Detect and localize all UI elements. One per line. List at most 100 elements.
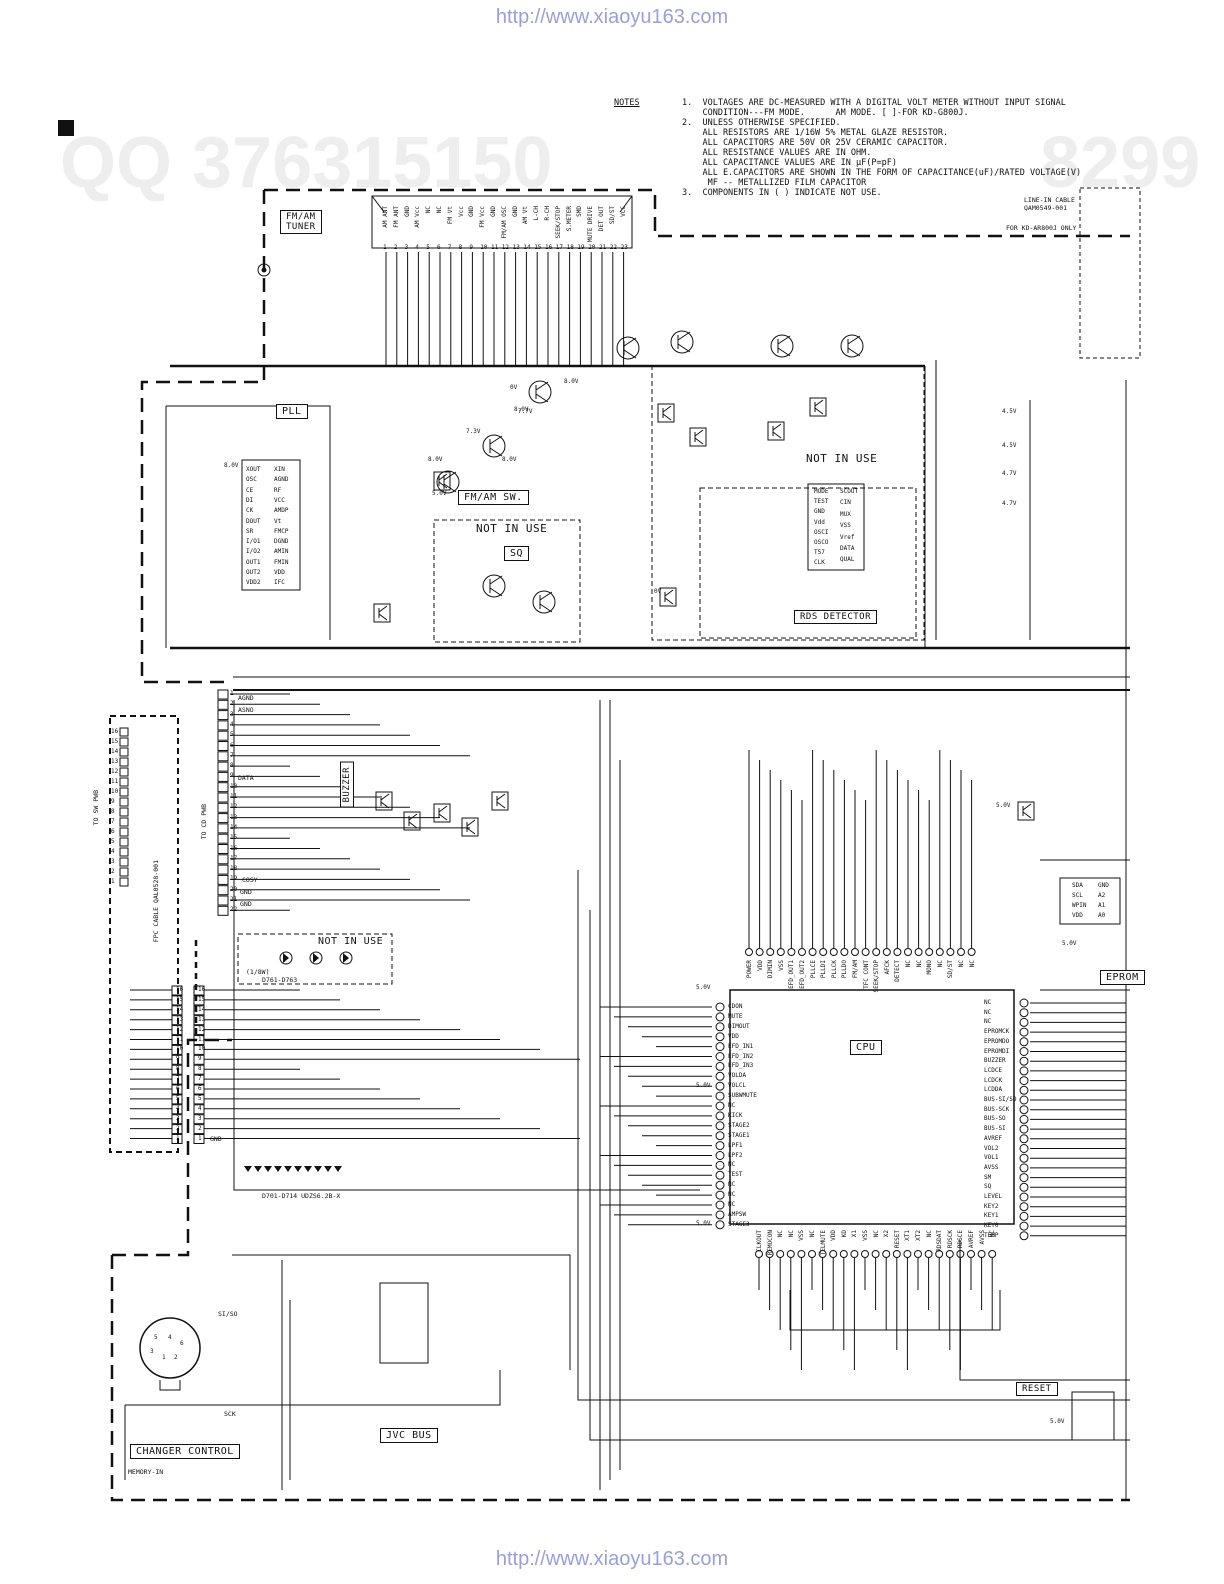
cd-connector-pin xyxy=(217,751,229,762)
cpu-pin-top: EFD_OUT2 xyxy=(799,960,806,989)
fpc-lower-pin-label: 14 xyxy=(176,1005,184,1013)
cpu-pin-bottom: RDSCE xyxy=(957,1230,965,1249)
notes-item: 3. COMPONENTS IN ( ) INDICATE NOT USE. xyxy=(682,188,882,198)
cpu-pin-circle xyxy=(882,1250,891,1258)
footer-url[interactable]: http://www.xiaoyu163.com xyxy=(495,1548,729,1570)
cpu-pin-circle xyxy=(957,948,965,956)
tuner-pin-label: S.METER xyxy=(565,206,573,232)
rds-pin-left: GND xyxy=(814,508,825,516)
cpu-pin-circle xyxy=(1019,1144,1029,1153)
cpu-pin-circle xyxy=(715,1101,725,1111)
cpu-pin-circle xyxy=(787,948,796,956)
fpc-pin xyxy=(119,837,129,847)
cpu-pin-circle xyxy=(819,948,828,956)
pll-pin-right: VDD xyxy=(274,569,285,576)
cpu-pin-top: NC xyxy=(905,960,912,968)
voltage-tag: 8.0V xyxy=(502,456,517,463)
cpu-pin-circle xyxy=(1019,1202,1029,1212)
cpu-pin-circle xyxy=(1019,1211,1029,1221)
eprom-pin: A0 xyxy=(1098,912,1106,919)
rds-pin-left: Vdd xyxy=(814,518,825,526)
eprom-ic xyxy=(1059,877,1121,925)
fpc-lower-pin-label: 7 xyxy=(176,1075,180,1083)
pll-pin-left: VDD2 xyxy=(246,579,261,587)
cpu-pin-circle xyxy=(786,1250,795,1258)
zener-diode xyxy=(284,1166,292,1172)
transistor-symbol xyxy=(482,574,506,598)
cpu-pin-circle xyxy=(715,1111,725,1121)
agnd-label: AGND xyxy=(238,694,254,702)
cpu-pin-left: TEST xyxy=(728,1171,743,1179)
cpu-pin-circle xyxy=(715,1061,725,1071)
cpu-pin-top: MONO xyxy=(926,960,934,975)
jvc-bus-label: JVC BUS xyxy=(380,1428,438,1443)
cpu-pin-circle xyxy=(925,948,934,956)
voltage-tag: 8.0V xyxy=(514,406,529,413)
cpu-pin-circle xyxy=(715,1151,725,1160)
sq-label: SQ xyxy=(504,546,530,561)
transistor-package xyxy=(433,803,451,823)
transistor-lead xyxy=(677,331,691,353)
cpu-pin-circle xyxy=(1019,1008,1029,1018)
transistor-lead xyxy=(438,805,448,821)
fpc-pin-label: 8 xyxy=(111,808,115,815)
tuner-pin-number: 2 xyxy=(393,244,398,251)
tuner-pin-label: SD/ST xyxy=(608,206,616,225)
fpc-pin xyxy=(119,757,129,767)
cd-connector-pin xyxy=(217,771,229,782)
tuner-pin-label: FM/AM OSC xyxy=(500,206,508,239)
led-triangle xyxy=(283,953,289,963)
fpc-cable-label: FPC CABLE QAL0528-001 xyxy=(152,860,160,943)
tuner-pin-label: SEEK/STOP xyxy=(554,206,562,239)
tuner-pin-label: VCC xyxy=(619,206,627,217)
fpc-pin xyxy=(119,747,129,757)
cd-connector-pin-label: 6 xyxy=(230,741,234,749)
fpc-lower-pin-label: 11 xyxy=(176,1035,184,1043)
fpc-pin xyxy=(119,787,129,797)
cpu-pin-circle xyxy=(839,1250,848,1258)
pll-pin-left: DI xyxy=(246,496,254,504)
cpu-pin-bottom: X1 xyxy=(851,1230,859,1238)
cpu-pin-left: NC xyxy=(728,1102,736,1109)
cosy-label: COSY xyxy=(242,876,258,884)
si-so-label: SI/SO xyxy=(218,1310,238,1318)
cpu-pin-right: VOL1 xyxy=(984,1154,999,1162)
fpc-lower-pin-label: 16 xyxy=(176,986,184,993)
din-pin-label: 1 xyxy=(162,1354,166,1361)
cpu-pin-circle xyxy=(1019,1047,1029,1056)
cpu-pin-circle xyxy=(715,1012,725,1022)
cpu-pin-circle xyxy=(715,1052,725,1061)
fpc-pin xyxy=(119,727,129,737)
zener-diode xyxy=(264,1166,272,1172)
cpu-pin-bottom: RDSDAT xyxy=(936,1230,944,1252)
fpc-pin xyxy=(119,767,129,777)
memory-in-label: MEMORY-IN xyxy=(128,1468,164,1476)
voltage-tag: 5.0V xyxy=(996,802,1011,809)
transistor-lead xyxy=(777,335,791,357)
cd-connector-pin xyxy=(217,720,229,731)
notes-item: ALL CAPACITANCE VALUES ARE IN µF(P=pF) xyxy=(682,158,897,168)
tuner-pin-label: L-CH xyxy=(533,206,541,221)
cpu-pin-circle xyxy=(755,948,764,956)
rds-pin-right: DATA xyxy=(840,545,855,552)
led-triangle xyxy=(343,953,349,963)
cpu-pin-circle xyxy=(871,1250,880,1258)
notes-item: 2. UNLESS OTHERWISE SPECIFIED. xyxy=(682,118,841,128)
cpu-pin-right: VOL2 xyxy=(984,1144,999,1152)
cpu-pin-circle xyxy=(1019,1173,1029,1183)
cd-connector-pin xyxy=(217,730,229,741)
header-url[interactable]: http://www.xiaoyu163.com xyxy=(495,6,729,28)
rds-pin-right: CIN xyxy=(840,499,851,507)
transistor-lead xyxy=(814,399,824,415)
led-watt-label: (1/8W) xyxy=(246,968,270,976)
transistor-lead xyxy=(664,589,674,605)
transistor-lead xyxy=(539,591,553,613)
tuner-pin-label: FM ANT xyxy=(392,206,400,228)
fpc-pin-label: 11 xyxy=(111,778,119,785)
pll-pin-left: XOUT xyxy=(246,466,261,473)
cpu-pin-circle xyxy=(829,948,838,956)
cpu-pin-circle xyxy=(977,1250,986,1258)
transistor-symbol xyxy=(528,380,552,404)
